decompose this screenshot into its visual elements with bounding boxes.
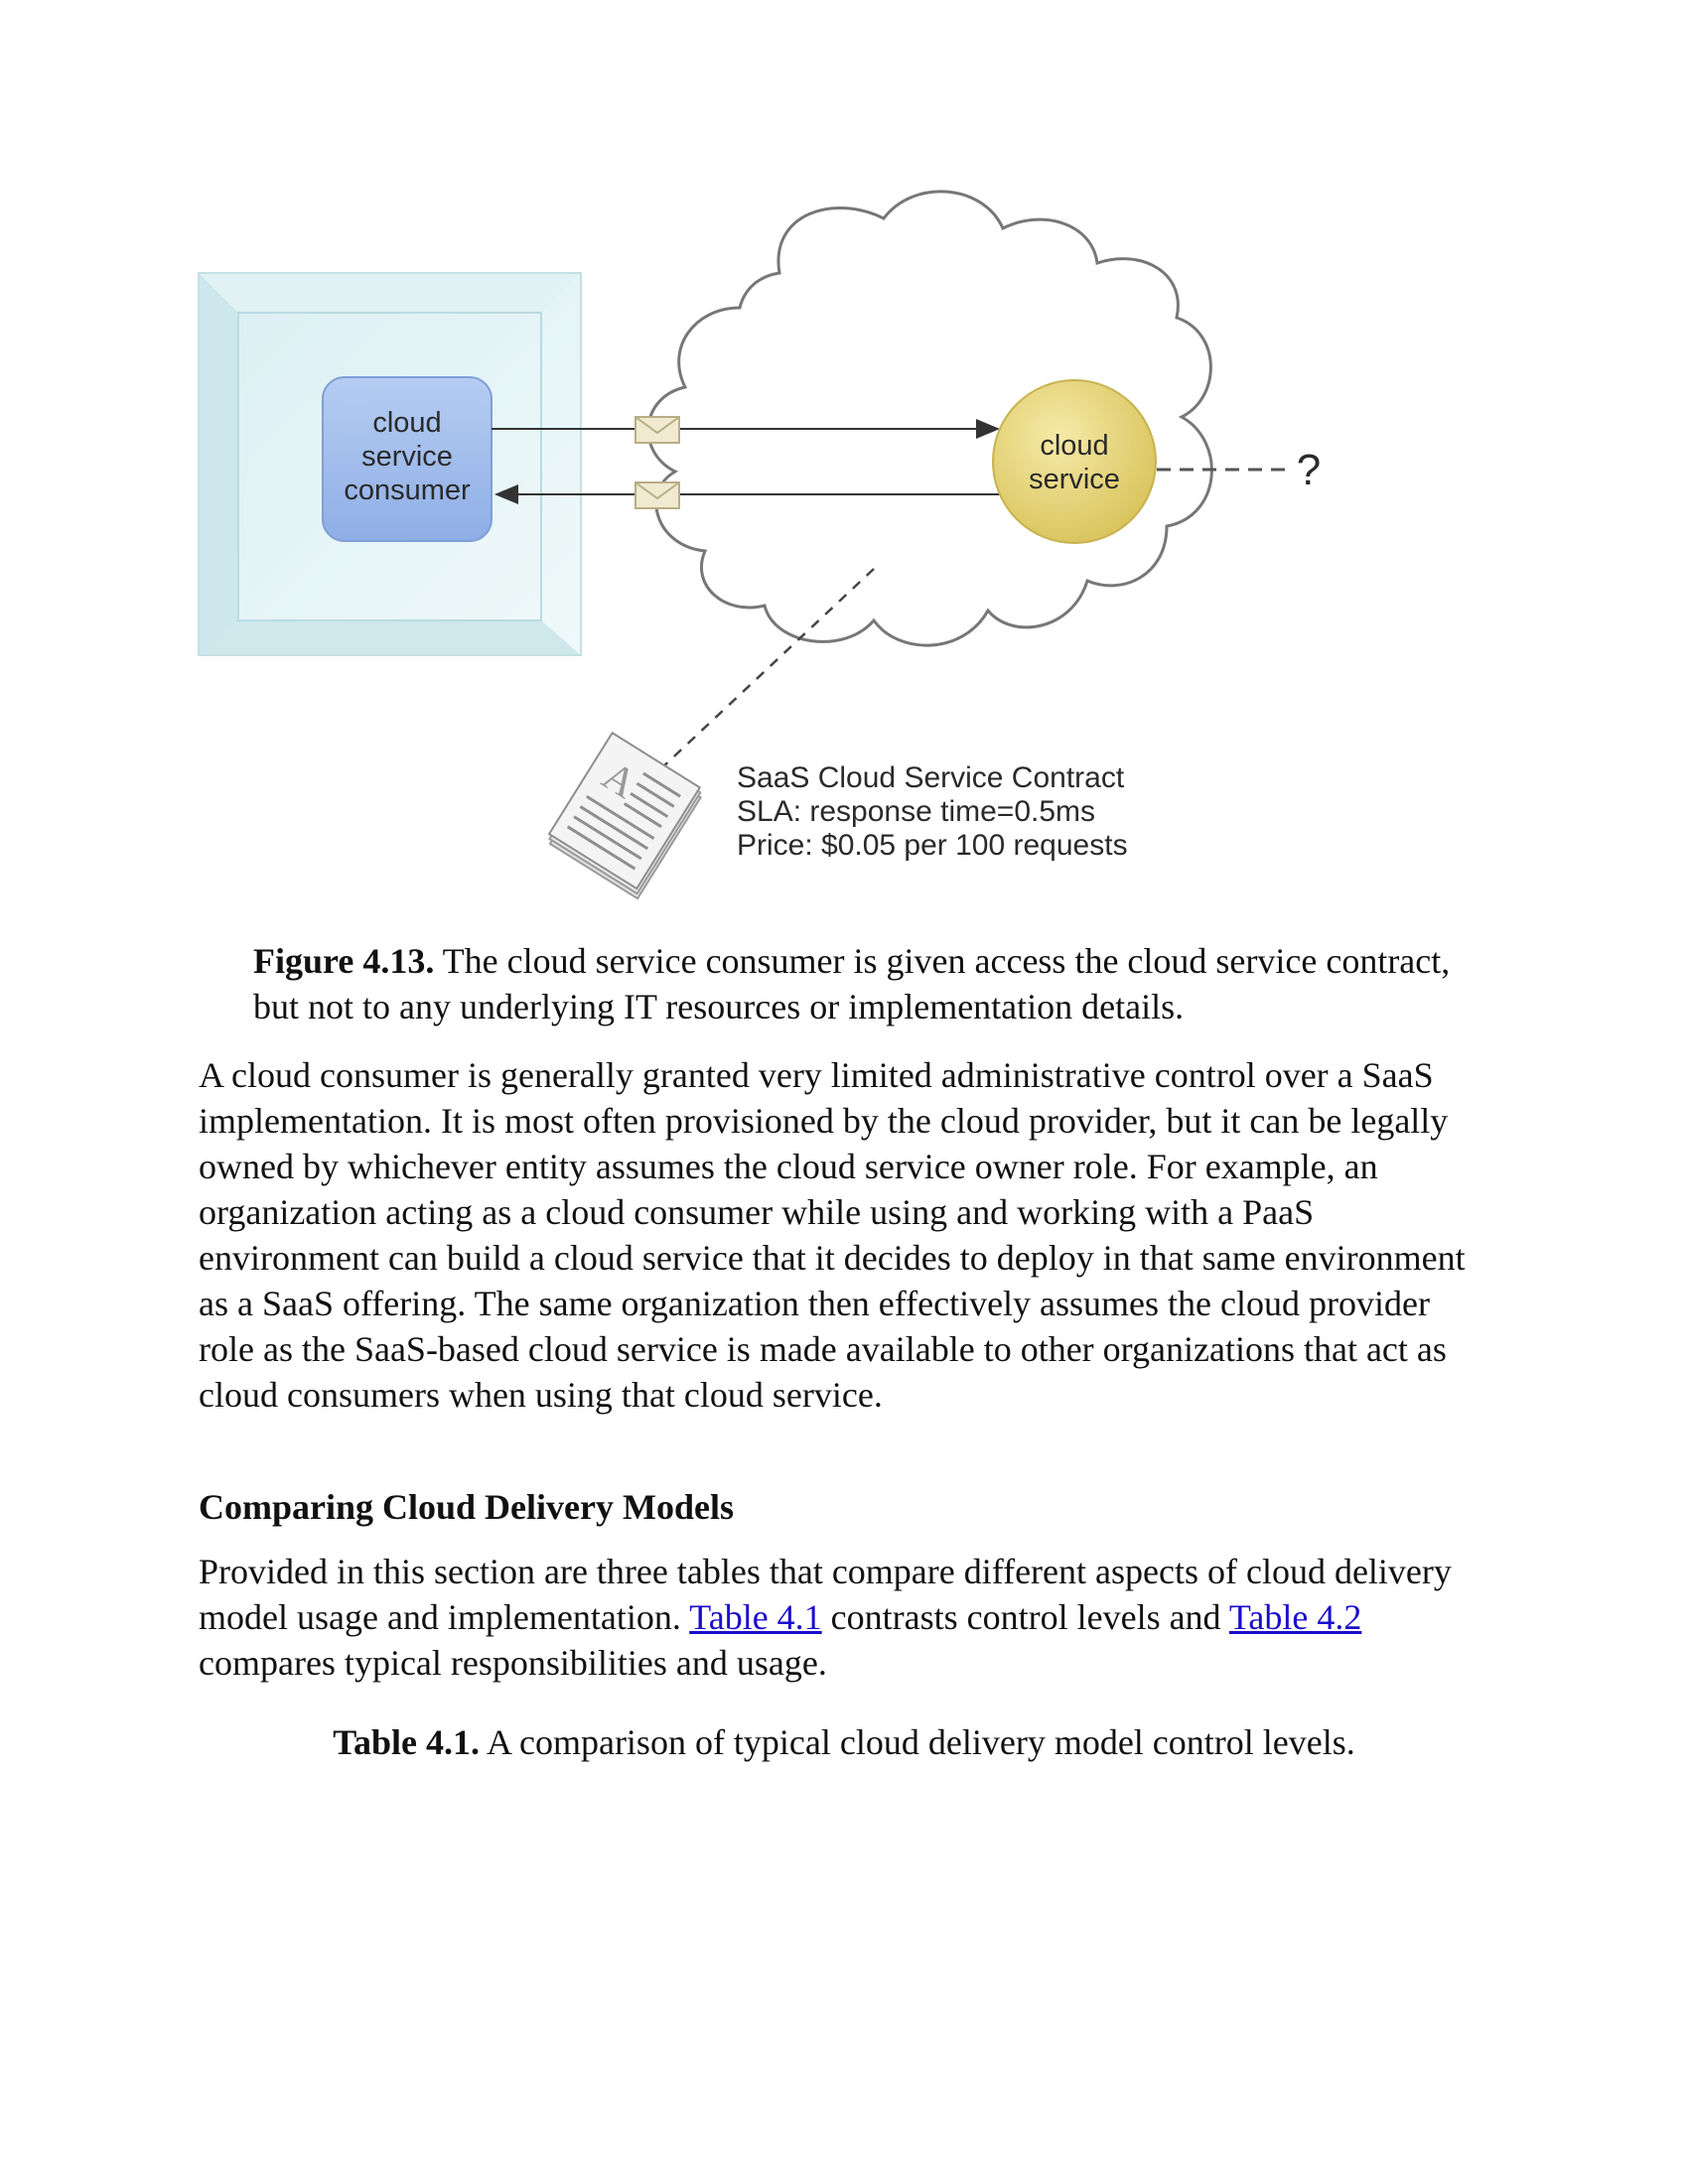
- contract-document-icon: A: [547, 731, 703, 900]
- unknown-resources-marker: ?: [1297, 446, 1321, 494]
- contract-line-1: SaaS Cloud Service Contract: [737, 761, 1125, 794]
- table-4-1-link[interactable]: Table 4.1: [689, 1597, 822, 1637]
- response-message-icon: [634, 481, 680, 509]
- contract-line-2: SLA: response time=0.5ms: [737, 795, 1095, 828]
- paragraph-text-part-3: compares typical responsibilities and us…: [199, 1643, 827, 1683]
- request-message-icon: [634, 416, 680, 444]
- table-caption-text: A comparison of typical cloud delivery m…: [479, 1722, 1355, 1762]
- service-label-line-2: service: [1029, 464, 1120, 495]
- figure-caption-text: The cloud service consumer is given acce…: [253, 941, 1451, 1026]
- consumer-label-line-1: cloud: [372, 407, 441, 439]
- consumer-label-line-3: consumer: [344, 475, 471, 506]
- paragraph-text-part-1: Provided in this section are three table…: [199, 1552, 1452, 1637]
- consumer-label-line-2: service: [361, 441, 453, 473]
- figure-caption: Figure 4.13. The cloud service consumer …: [253, 938, 1475, 1029]
- table-caption-label: Table 4.1.: [333, 1722, 480, 1762]
- table-4-2-link[interactable]: Table 4.2: [1228, 1597, 1362, 1637]
- body-paragraph-comparison: Provided in this section are three table…: [199, 1549, 1489, 1686]
- service-label-line-1: cloud: [1040, 430, 1108, 462]
- section-heading: Comparing Cloud Delivery Models: [199, 1487, 734, 1527]
- contract-line-3: Price: $0.05 per 100 requests: [737, 829, 1128, 862]
- figure-diagram: cloud service consumer cloud service ?: [198, 190, 1321, 900]
- figure-caption-label: Figure 4.13.: [253, 941, 435, 981]
- paragraph-text-part-2: contrasts control levels and: [821, 1597, 1229, 1637]
- body-paragraph-saas-control: A cloud consumer is generally granted ve…: [199, 1055, 1466, 1415]
- contract-text: SaaS Cloud Service Contract SLA: respons…: [737, 761, 1128, 862]
- figure-4-13: cloud service consumer cloud service ?: [189, 189, 1499, 913]
- cloud-service-consumer: cloud service consumer: [322, 376, 492, 542]
- cloud-service: cloud service: [992, 379, 1157, 544]
- table-caption: Table 4.1. A comparison of typical cloud…: [199, 1719, 1489, 1765]
